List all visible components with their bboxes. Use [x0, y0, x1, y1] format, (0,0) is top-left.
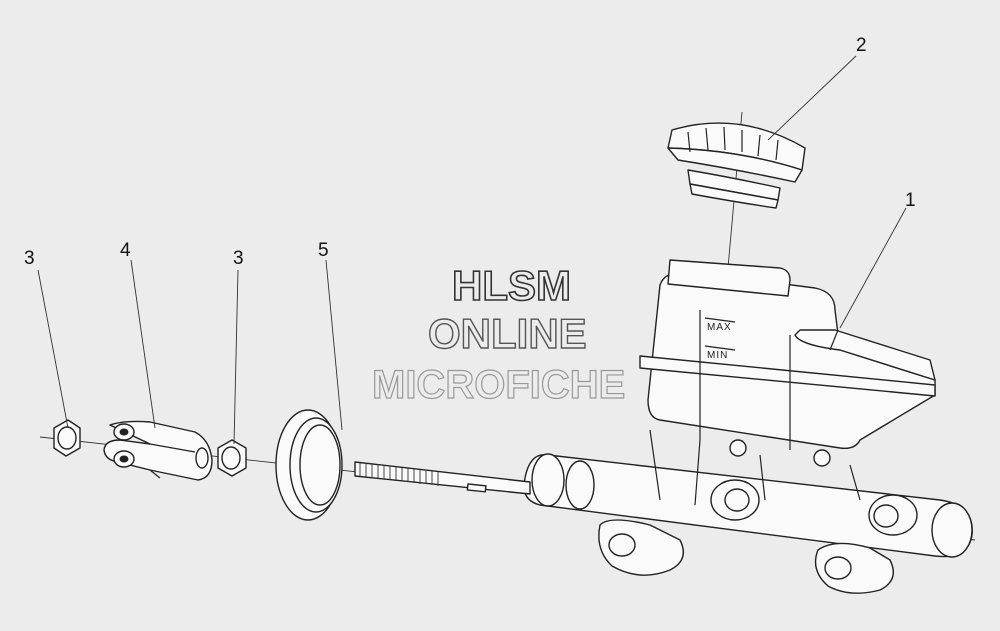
reservoir-cap — [667, 122, 806, 209]
boot-seal — [275, 409, 343, 521]
push-rod — [354, 461, 531, 495]
min-level-mark: MIN — [707, 350, 728, 361]
max-level-mark: MAX — [707, 322, 732, 333]
callout-3-right: 3 — [233, 248, 244, 269]
watermark-line-1: HLSM — [452, 262, 571, 309]
leader-lines — [37, 55, 907, 445]
clevis — [103, 420, 213, 481]
callout-4: 4 — [120, 240, 131, 261]
watermark-line-2: ONLINE — [428, 310, 587, 357]
master-cylinder-body — [523, 429, 973, 594]
callout-5: 5 — [318, 240, 329, 261]
jam-nut-left — [53, 419, 81, 457]
fluid-reservoir: MAX MIN — [639, 259, 936, 450]
callout-2: 2 — [856, 35, 867, 56]
callout-3-left: 3 — [24, 248, 35, 269]
jam-nut-right — [217, 439, 247, 477]
watermark: HLSM ONLINE MICROFICHE — [371, 261, 626, 407]
watermark-line-3: MICROFICHE — [372, 363, 625, 407]
callout-1: 1 — [905, 190, 916, 211]
